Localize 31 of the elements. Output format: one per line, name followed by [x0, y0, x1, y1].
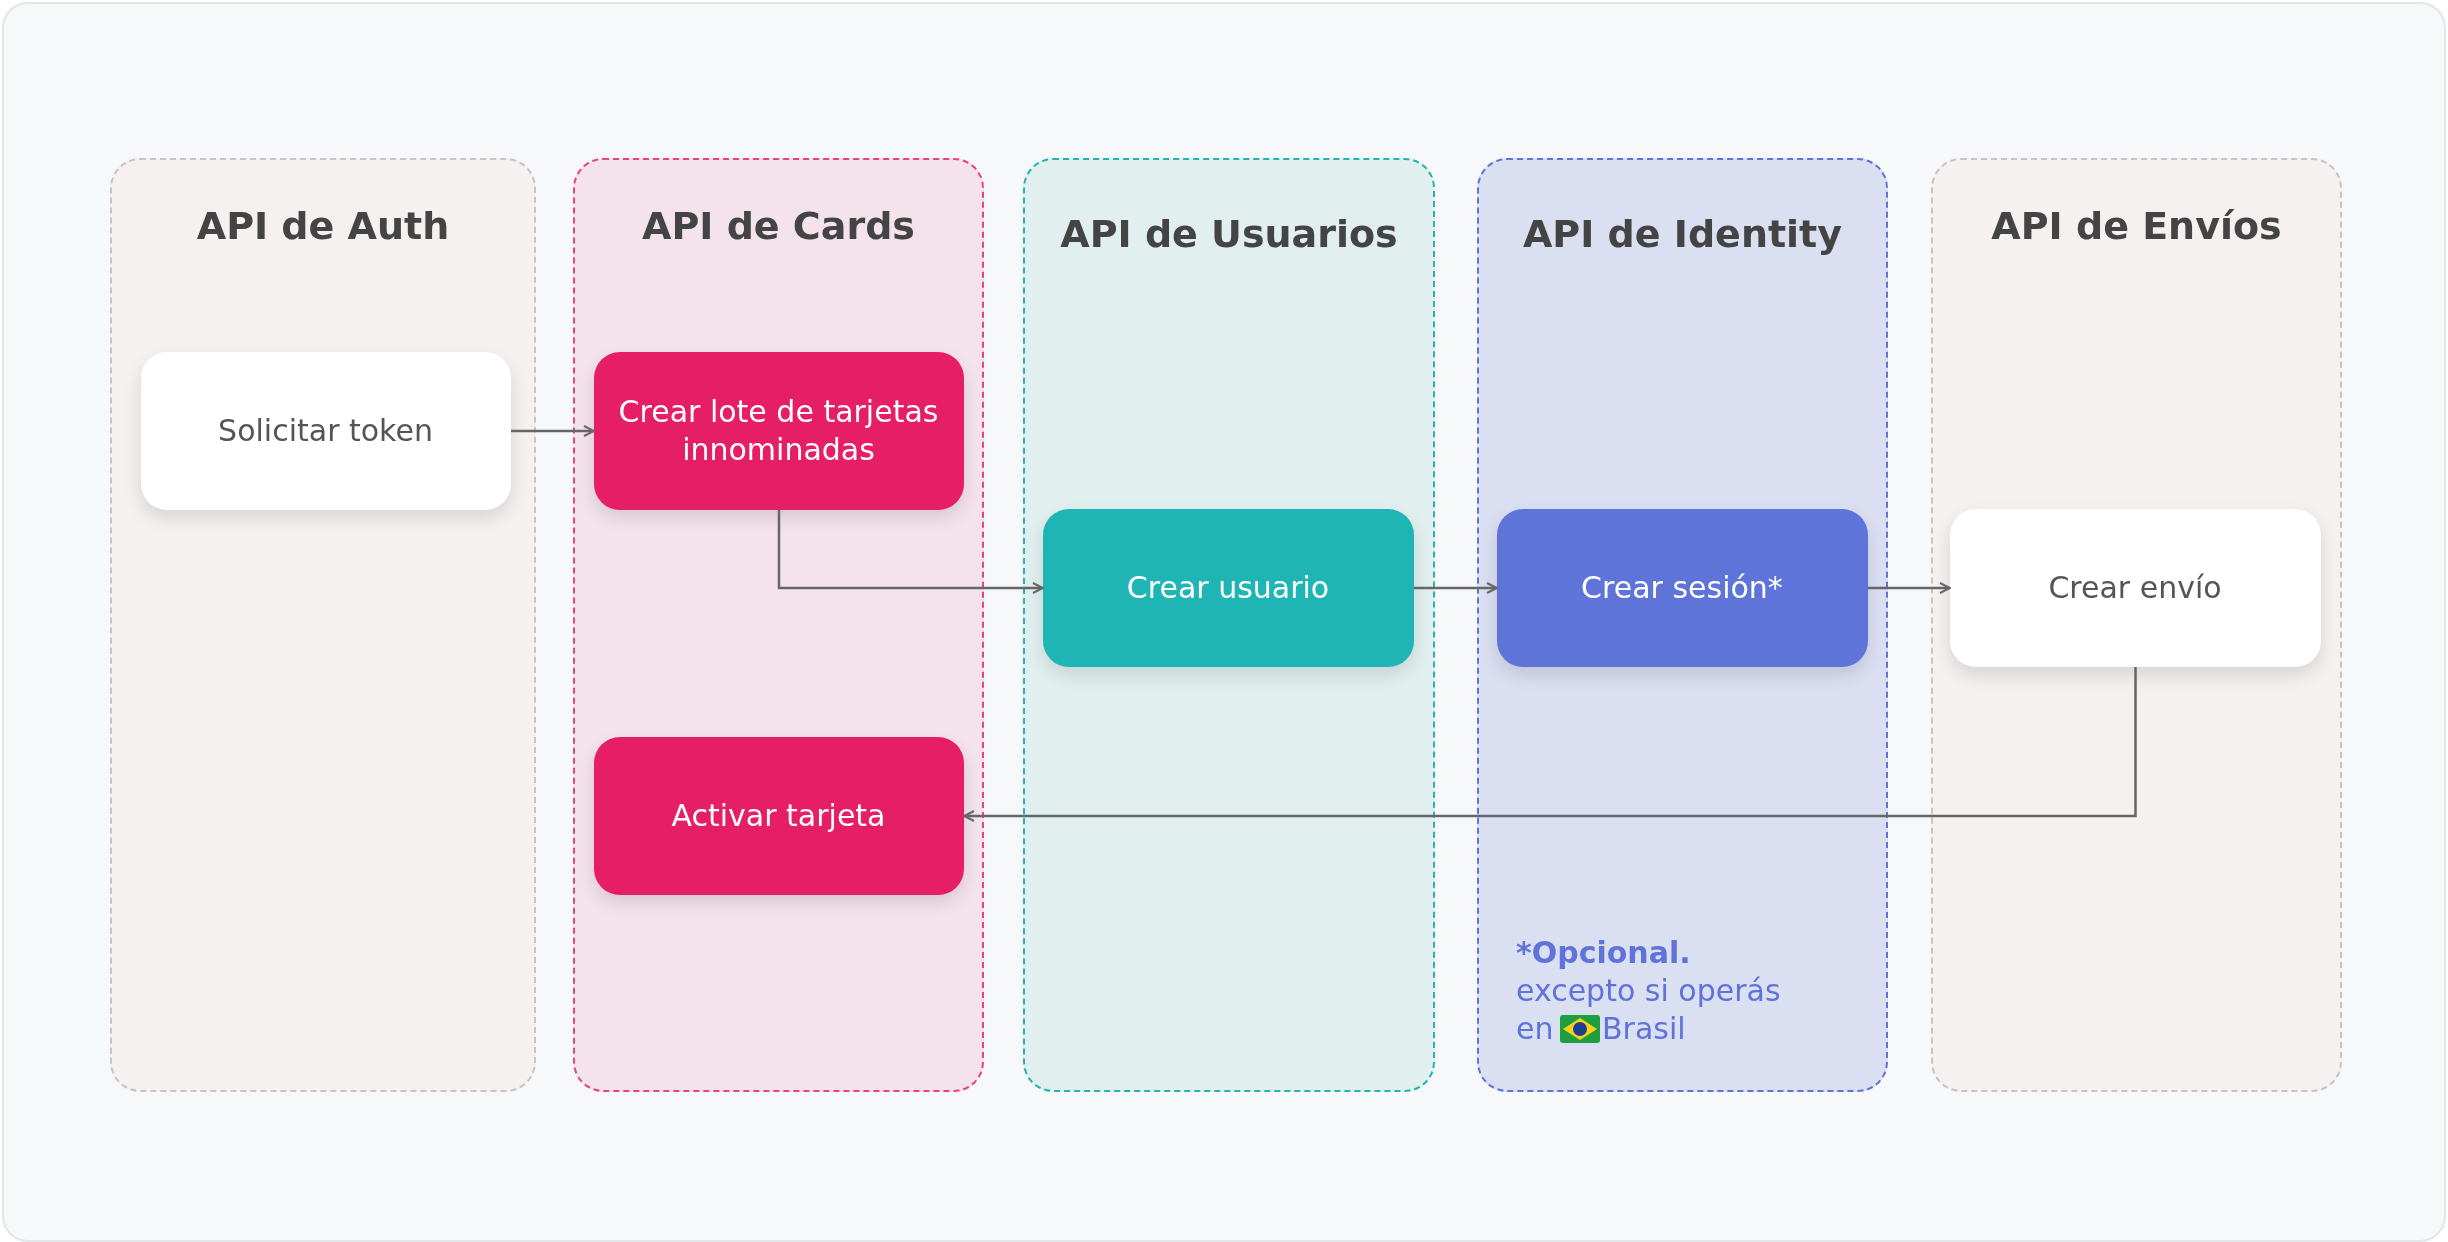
step-label: Activar tarjeta	[670, 796, 887, 835]
process-box	[1496, 508, 1868, 667]
lane-title: API de Envíos	[1990, 204, 2283, 248]
lane-title: API de Usuarios	[1059, 212, 1399, 256]
swimlane	[573, 158, 984, 1092]
process-box	[593, 351, 964, 510]
step-label: Solicitar token	[217, 411, 434, 450]
connector-arrow	[963, 667, 2137, 822]
lane-title: API de Cards	[641, 204, 916, 248]
swimlane	[1931, 158, 2342, 1092]
step-label: Crear lote de tarjetas innominadas	[617, 392, 940, 469]
footnote-text: en	[1516, 1010, 1554, 1048]
process-box	[593, 736, 964, 895]
connector-arrow	[1868, 582, 1951, 594]
process-box	[140, 351, 511, 510]
footnote-text: excepto si operás	[1516, 972, 1781, 1010]
footnote-text: Brasil	[1602, 1010, 1686, 1048]
swimlane	[1477, 158, 1888, 1092]
connector-arrow	[511, 425, 595, 437]
process-box	[1042, 508, 1414, 667]
swimlane	[1023, 158, 1435, 1092]
swimlane	[110, 158, 536, 1092]
footnote-text: *Opcional.	[1516, 934, 1691, 972]
lane-title: API de Identity	[1521, 212, 1844, 256]
step-label: Crear sesión*	[1580, 568, 1784, 607]
step-label: Crear envío	[2047, 568, 2223, 607]
connector-arrow	[777, 510, 1044, 594]
lane-title: API de Auth	[195, 204, 451, 248]
step-label: Crear usuario	[1125, 568, 1331, 607]
process-box	[1949, 508, 2321, 667]
connector-arrow	[1414, 582, 1498, 594]
